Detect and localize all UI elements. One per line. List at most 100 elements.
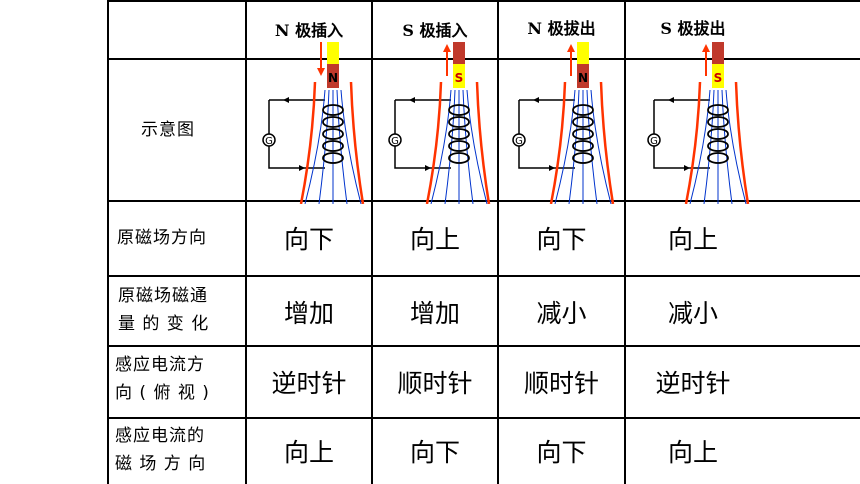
field-line-red <box>349 81 365 205</box>
row-label-diagram: 示意图 <box>141 120 195 140</box>
coil-turn <box>448 128 470 140</box>
row-label-induced-current: 感应电流方 向 ( 俯 视 ) <box>115 351 243 411</box>
coil-turn <box>707 116 729 128</box>
table-divider <box>107 58 860 60</box>
coil-turn <box>448 104 470 116</box>
coil-turn <box>707 140 729 152</box>
row-label-original-field: 原磁场方向 <box>117 228 207 248</box>
circuit-wire <box>518 99 575 169</box>
magnet-bottom <box>453 64 465 88</box>
coil-turn <box>572 140 594 152</box>
field-line <box>336 89 348 205</box>
galvanometer-icon <box>388 133 402 147</box>
field-line-red <box>425 81 443 205</box>
label-line: 原磁场磁通 <box>118 286 208 306</box>
wire-arrow-icon <box>533 97 539 103</box>
table-divider <box>107 345 860 347</box>
magnet-bottom <box>577 64 589 88</box>
field-line <box>721 89 733 205</box>
coil-turn <box>322 152 344 164</box>
magnet-pole-label: S <box>455 71 464 85</box>
table-divider <box>107 200 860 202</box>
wire-arrow-icon <box>668 97 674 103</box>
motion-arrow-icon <box>317 68 325 76</box>
galvanometer-label: G <box>265 136 273 147</box>
coil-turn <box>572 152 594 164</box>
table-divider <box>371 0 373 484</box>
magnet-top <box>577 42 589 64</box>
coil-turn <box>707 104 729 116</box>
coil-turn <box>322 116 344 128</box>
field-line <box>318 89 330 205</box>
table-border-left <box>107 0 109 484</box>
coil-turn <box>448 140 470 152</box>
magnet-top <box>712 42 724 64</box>
column-header-n-insert: N 极插入 <box>274 21 344 40</box>
column-header-n-remove: N 极拔出 <box>527 19 596 38</box>
cell-value: 逆时针 <box>655 369 731 398</box>
galvanometer-icon <box>512 133 526 147</box>
label-line: 向 ( 俯 视 ) <box>115 383 210 403</box>
coil-turn <box>322 128 344 140</box>
motion-arrow-icon <box>702 44 710 52</box>
magnet-pole-label: S <box>714 71 723 85</box>
field-line-red <box>549 81 567 205</box>
field-line <box>590 89 612 205</box>
cell-value: 增加 <box>409 299 460 328</box>
cell-value: 顺时针 <box>397 369 473 398</box>
field-line <box>554 89 576 205</box>
wire-arrow-icon <box>425 165 431 171</box>
cell-value: 增加 <box>283 299 334 328</box>
field-line <box>304 89 326 205</box>
coil-turn <box>572 128 594 140</box>
cell-value: 向上 <box>409 225 460 254</box>
cell-value: 减小 <box>536 299 587 328</box>
circuit-wire <box>268 99 325 169</box>
coil-turn <box>707 152 729 164</box>
field-line <box>689 89 711 205</box>
label-line: 量 的 变 化 <box>118 314 210 334</box>
wire-arrow-icon <box>409 97 415 103</box>
field-line <box>568 89 580 205</box>
magnet-top <box>327 42 339 64</box>
field-line <box>586 89 598 205</box>
field-line <box>703 89 715 205</box>
wire-arrow-icon <box>684 165 690 171</box>
field-line-red <box>684 81 702 205</box>
induction-diagram-svg: GN <box>262 42 365 205</box>
galvanometer-icon <box>262 133 276 147</box>
table-divider <box>107 275 860 277</box>
cell-value: 向上 <box>283 438 334 467</box>
wire-arrow-icon <box>299 165 305 171</box>
label-line: 感应电流的 <box>115 426 205 446</box>
magnet-pole-label: N <box>578 71 588 85</box>
coil-turn <box>572 116 594 128</box>
field-line-red <box>475 81 491 205</box>
column-header-s-insert: S 极插入 <box>402 21 468 40</box>
magnet-bottom <box>327 64 339 88</box>
circuit-wire <box>653 99 710 169</box>
table-divider <box>245 0 247 484</box>
field-line-red <box>734 81 750 205</box>
field-line <box>462 89 474 205</box>
motion-arrow-icon <box>443 44 451 52</box>
field-line <box>340 89 362 205</box>
coil-turn <box>322 104 344 116</box>
field-line-red <box>599 81 615 205</box>
galvanometer-label: G <box>391 136 399 147</box>
cell-value: 向下 <box>409 438 460 467</box>
field-line <box>725 89 747 205</box>
table-divider <box>624 0 626 484</box>
galvanometer-label: G <box>515 136 523 147</box>
cell-value: 减小 <box>667 299 718 328</box>
circuit-wire <box>394 99 451 169</box>
galvanometer-label: G <box>650 136 658 147</box>
field-line <box>466 89 488 205</box>
cell-value: 向下 <box>536 438 587 467</box>
magnet-top <box>453 42 465 64</box>
coil-turn <box>572 104 594 116</box>
